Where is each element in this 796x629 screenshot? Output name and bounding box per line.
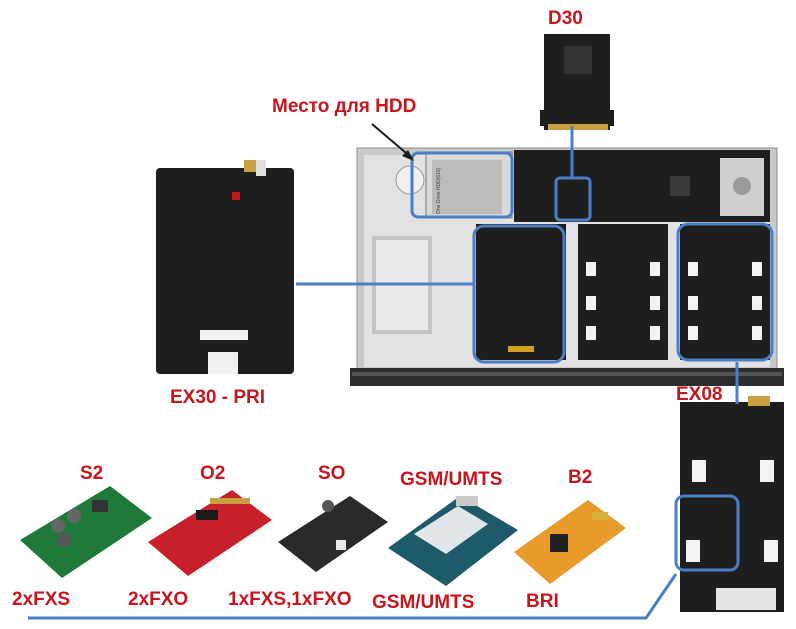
label-so-desc: 1xFXS,1xFXO — [228, 589, 352, 610]
connector-lines — [28, 126, 774, 620]
label-d30: D30 — [548, 8, 583, 29]
label-b2: B2 — [568, 467, 593, 488]
label-so: SO — [318, 463, 346, 484]
label-hdd: Место для HDD — [272, 96, 417, 117]
label-s2: S2 — [80, 463, 104, 484]
ex30-board — [156, 160, 294, 374]
label-s2-desc: 2xFXS — [12, 589, 71, 610]
chassis — [350, 147, 784, 386]
hdd-arrow-head — [402, 150, 414, 161]
label-gsm-desc: GSM/UMTS — [372, 592, 475, 613]
so-module — [278, 496, 388, 572]
label-o2-desc: 2xFXO — [128, 589, 189, 610]
gsm-module — [388, 496, 518, 586]
b2-module — [514, 500, 626, 584]
label-o2: O2 — [200, 463, 226, 484]
d30-module — [540, 34, 614, 130]
o2-module — [148, 490, 272, 576]
hdd-sticker-text: One Drive HDD(616) — [436, 167, 442, 214]
ex08-board — [680, 396, 784, 612]
s2-module — [20, 486, 152, 578]
label-gsm-top: GSM/UMTS — [400, 469, 503, 490]
label-ex30: EX30 - PRI — [170, 387, 266, 408]
label-ex08: EX08 — [676, 384, 723, 405]
label-b2-desc: BRI — [526, 591, 559, 612]
hdd-arrow — [371, 123, 413, 159]
